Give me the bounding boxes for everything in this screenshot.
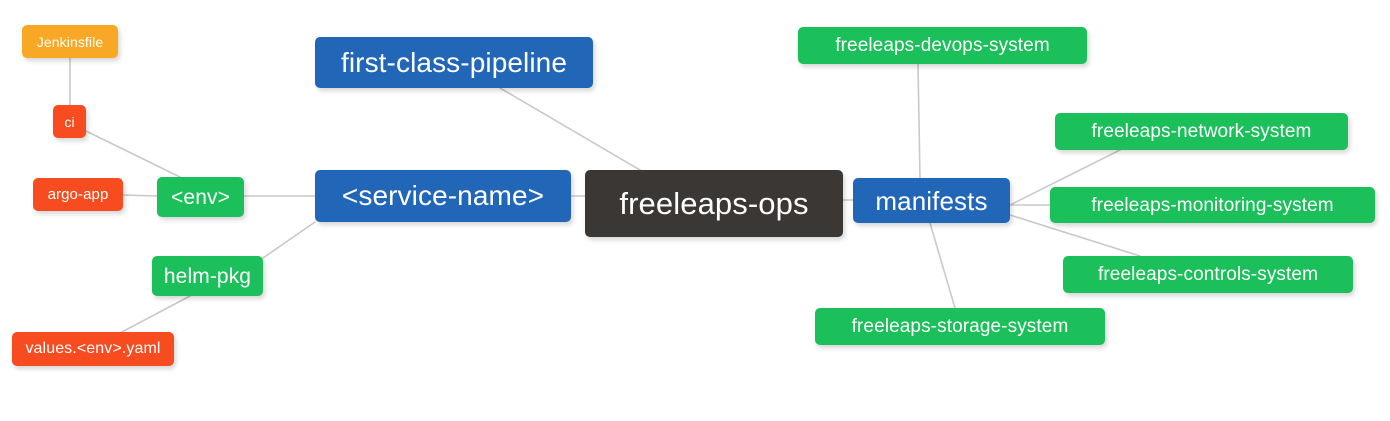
mindmap-node-jenkinsfile[interactable]: Jenkinsfile <box>22 25 118 58</box>
edge-service-name-to-helm-pkg <box>262 221 316 259</box>
mindmap-node-first-class-pipeline[interactable]: first-class-pipeline <box>315 37 593 88</box>
edge-helm-pkg-to-values-yaml <box>119 295 191 334</box>
mindmap-node-freeleaps-controls-system[interactable]: freeleaps-controls-system <box>1063 256 1353 293</box>
mindmap-node-freeleaps-storage-system[interactable]: freeleaps-storage-system <box>815 308 1105 345</box>
edge-ci-to-env <box>85 130 181 178</box>
mindmap-node-argo-app[interactable]: argo-app <box>33 178 123 211</box>
mindmap-node-ci[interactable]: ci <box>53 105 86 138</box>
mindmap-node-freeleaps-devops-system[interactable]: freeleaps-devops-system <box>798 27 1087 64</box>
mindmap-node-env[interactable]: <env> <box>157 177 244 217</box>
mindmap-node-helm-pkg[interactable]: helm-pkg <box>152 256 263 296</box>
mindmap-node-service-name[interactable]: <service-name> <box>315 170 571 222</box>
mindmap-node-manifests[interactable]: manifests <box>853 178 1010 223</box>
mindmap-node-freeleaps-network-system[interactable]: freeleaps-network-system <box>1055 113 1348 150</box>
edge-argo-app-to-env <box>122 194 158 197</box>
mindmap-node-values-yaml[interactable]: values.<env>.yaml <box>12 332 174 366</box>
edge-manifests-to-freeleaps-devops-system <box>917 63 921 179</box>
edge-manifests-to-freeleaps-storage-system <box>929 222 956 309</box>
edge-first-class-pipeline-to-freeleaps-ops <box>499 87 641 171</box>
mindmap-node-freeleaps-monitoring-system[interactable]: freeleaps-monitoring-system <box>1050 187 1375 223</box>
mindmap-node-freeleaps-ops[interactable]: freeleaps-ops <box>585 170 843 237</box>
